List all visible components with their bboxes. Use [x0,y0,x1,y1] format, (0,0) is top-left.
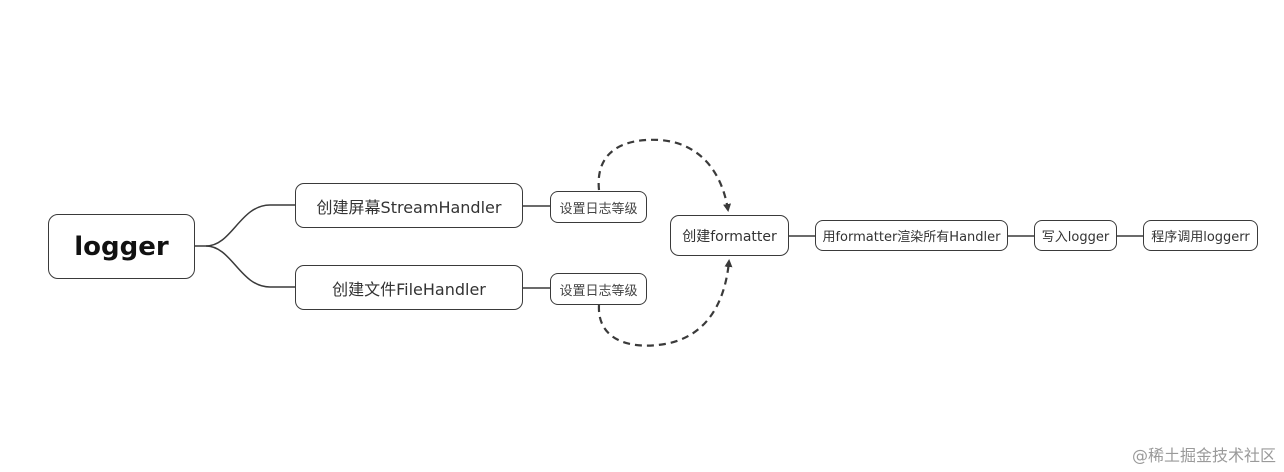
program-call-label: 程序调用loggerr [1151,230,1250,245]
set-level-label: 设置日志等级 [559,201,638,217]
node-create-formatter[interactable]: 创建formatter [670,215,789,256]
dashed-arrow-level1-formatter [597,138,732,212]
file-handler-label: 创建文件FileHandler [332,279,486,299]
node-program-call[interactable]: 程序调用loggerr [1143,220,1258,251]
node-file-handler[interactable]: 创建文件FileHandler [295,265,523,310]
dashed-arrow-level2-formatter [597,259,733,347]
stream-handler-label: 创建屏幕StreamHandler [316,197,502,217]
node-render-handlers[interactable]: 用formatter渲染所有Handler [815,220,1008,251]
connector-root-file [205,245,295,288]
create-formatter-label: 创建formatter [682,228,777,245]
node-write-logger[interactable]: 写入logger [1034,220,1117,251]
watermark-text: @稀土掘金技术社区 [1131,446,1276,465]
set-level-label: 设置日志等级 [559,283,638,299]
connector-root-stream [195,204,295,247]
node-stream-handler[interactable]: 创建屏幕StreamHandler [295,183,523,228]
write-logger-label: 写入logger [1041,230,1110,245]
render-handlers-label: 用formatter渲染所有Handler [822,230,1001,245]
root-node-label: logger [74,231,169,262]
node-set-level-file[interactable]: 设置日志等级 [550,273,647,305]
root-node-logger[interactable]: logger [48,214,195,279]
node-set-level-stream[interactable]: 设置日志等级 [550,191,647,223]
